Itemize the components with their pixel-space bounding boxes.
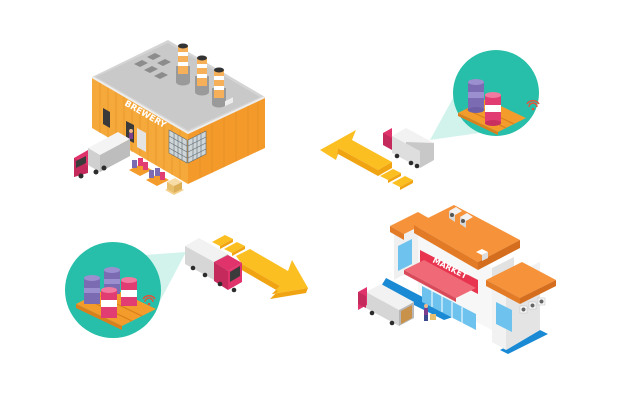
chimney-1 — [176, 43, 190, 86]
chimney-2 — [195, 55, 209, 96]
chimney-3 — [212, 67, 226, 108]
brewery-loading-truck — [74, 132, 130, 179]
rooftop-ac-units — [449, 207, 488, 261]
brewery-barrel-pallets — [129, 158, 184, 195]
outbound-truck-bottom — [185, 238, 242, 293]
rfid-magnifier-bottom — [65, 242, 161, 338]
brewery-window-grid — [168, 129, 207, 164]
brewery-building: BREWERY — [91, 40, 266, 184]
wall-ac-units — [519, 297, 546, 314]
delivery-arrow — [212, 235, 308, 299]
return-arrow — [320, 130, 413, 190]
outbound-truck-top — [383, 128, 434, 169]
rfid-signal-icon — [526, 99, 540, 108]
rfid-magnifier-top — [453, 50, 540, 136]
rfid-signal-icon — [142, 294, 156, 303]
market-delivery-truck — [358, 284, 436, 326]
market-building: MARKET — [380, 205, 556, 354]
